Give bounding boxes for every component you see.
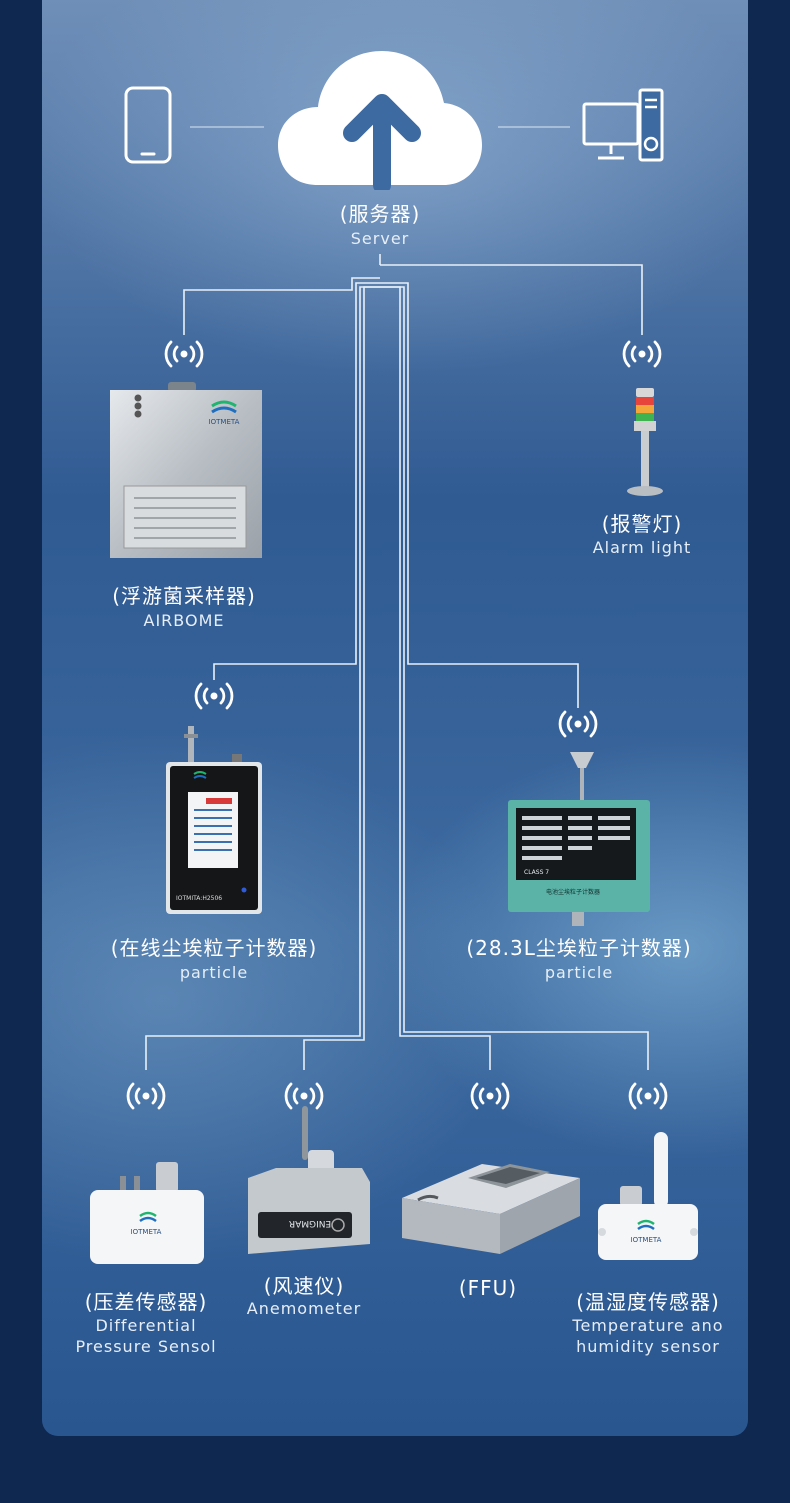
online-particle-subtitle: particle xyxy=(179,963,249,982)
diagram-card: (服务器) Server IOTMETA xyxy=(42,0,748,1436)
alarm-light-image xyxy=(627,388,663,496)
alarm-subtitle: Alarm light xyxy=(592,538,692,557)
airbome-brand: IOTMETA xyxy=(209,418,240,426)
online-particle-model: IOTMITA:H2506 xyxy=(176,895,222,902)
ffu-title: (FFU) xyxy=(458,1276,518,1300)
temp-brand: IOTMETA xyxy=(631,1236,662,1244)
wireless-signal-icon xyxy=(558,710,598,738)
temp-subtitle: Temperature ano humidity sensor xyxy=(572,1316,724,1356)
alarm-title: (报警灯) xyxy=(601,512,683,536)
airbome-sampler-image: IOTMETA xyxy=(110,382,262,558)
particle-counter-283-image: CLASS 7 电池尘埃粒子计数器 xyxy=(508,752,650,926)
anemometer-subtitle: Anemometer xyxy=(246,1299,362,1318)
wireless-signal-icon xyxy=(470,1082,510,1110)
wireless-signal-icon xyxy=(194,682,234,710)
connection-lines xyxy=(145,126,649,1070)
cloud-upload-icon xyxy=(278,51,482,190)
computer-icon xyxy=(582,88,664,162)
wireless-signal-icon xyxy=(284,1082,324,1110)
particle-283-subtitle: particle xyxy=(544,963,614,982)
phone-icon xyxy=(124,86,172,164)
online-particle-title: (在线尘埃粒子计数器) xyxy=(110,936,318,960)
temp-title: (温湿度传感器) xyxy=(576,1290,720,1314)
particle-283-device-title: 电池尘埃粒子计数器 xyxy=(546,888,600,896)
ffu-image xyxy=(402,1164,580,1254)
airbome-title: (浮游菌采样器) xyxy=(112,584,256,608)
wireless-signal-icon xyxy=(622,340,662,368)
pressure-sensor-image: IOTMETA xyxy=(90,1162,204,1264)
anemometer-title: (风速仪) xyxy=(263,1274,345,1298)
anemometer-brand: ENIGMAR xyxy=(289,1218,331,1228)
server-title: (服务器) xyxy=(339,202,421,226)
online-particle-counter-image: IOTMITA:H2506 xyxy=(166,726,262,914)
temp-humidity-sensor-image: IOTMETA xyxy=(598,1132,698,1260)
pressure-subtitle: Differential Pressure Sensol xyxy=(75,1316,217,1356)
particle-283-screen-class: CLASS 7 xyxy=(524,869,549,876)
pressure-title: (压差传感器) xyxy=(84,1290,208,1314)
wireless-signal-icon xyxy=(628,1082,668,1110)
wireless-signal-icon xyxy=(164,340,204,368)
server-subtitle: Server xyxy=(350,229,410,248)
particle-283-title: (28.3L尘埃粒子计数器) xyxy=(466,936,692,960)
wireless-signal-icon xyxy=(126,1082,166,1110)
pressure-brand: IOTMETA xyxy=(131,1228,162,1236)
airbome-subtitle: AIRBOME xyxy=(143,611,225,630)
anemometer-image: ENIGMAR xyxy=(248,1106,370,1254)
